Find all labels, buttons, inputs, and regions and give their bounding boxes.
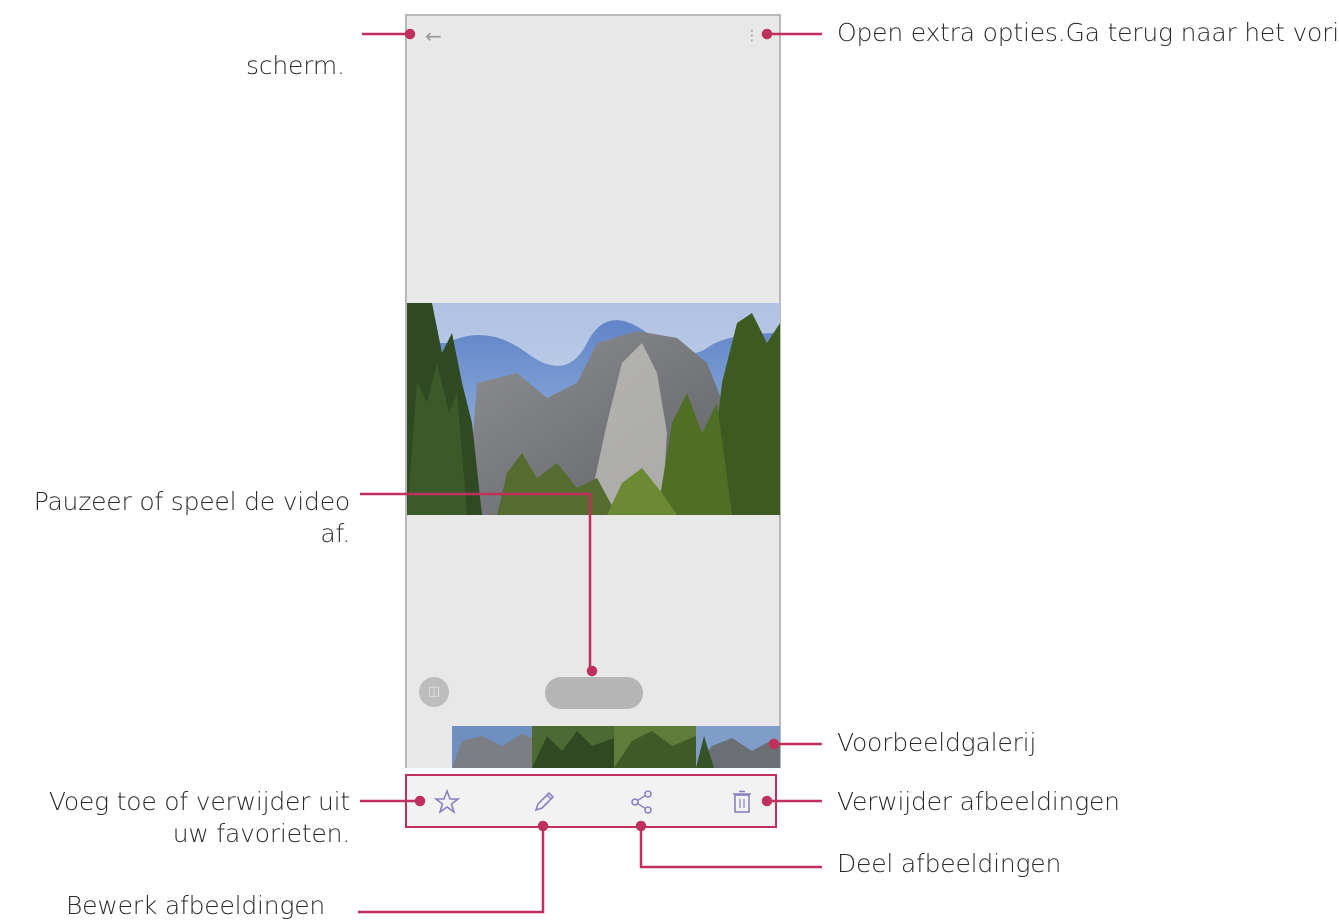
callout-favorite: Voeg toe of verwijder uit uw favorieten.: [20, 786, 350, 850]
callout-delete: Verwijder afbeeldingen: [837, 787, 1120, 816]
callout-favorite-line2: uw favorieten.: [172, 819, 350, 848]
callout-play-pause-line2: af.: [320, 519, 350, 548]
callout-share: Deel afbeeldingen: [837, 849, 1062, 878]
trash-icon[interactable]: [729, 789, 755, 815]
callout-more-options: Open extra opties.Ga terug naar het vori…: [837, 18, 1339, 47]
callout-edit: Bewerk afbeeldingen: [66, 891, 326, 920]
mute-icon[interactable]: ◫: [419, 677, 449, 707]
main-photo[interactable]: [407, 303, 780, 515]
arrow-left-icon[interactable]: ←: [425, 24, 442, 48]
callout-play-pause: Pauzeer of speel de video af.: [8, 486, 351, 550]
pencil-icon[interactable]: [531, 789, 557, 815]
callout-play-pause-line1: Pauzeer of speel de video: [33, 487, 351, 516]
preview-thumbnails: [452, 726, 780, 768]
preview-gallery[interactable]: [452, 726, 780, 768]
bottom-action-bar: [405, 774, 777, 828]
play-pause-button[interactable]: [545, 677, 643, 709]
callout-back: scherm.: [246, 51, 345, 80]
callout-favorite-line1: Voeg toe of verwijder uit: [48, 787, 350, 816]
share-icon[interactable]: [629, 789, 655, 815]
callout-preview-gallery: Voorbeeldgalerij: [837, 728, 1037, 757]
more-vertical-icon[interactable]: ⋮: [745, 28, 759, 44]
star-icon[interactable]: [434, 789, 460, 815]
landscape-image: [407, 303, 780, 515]
